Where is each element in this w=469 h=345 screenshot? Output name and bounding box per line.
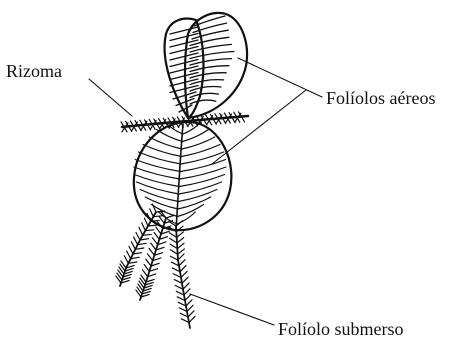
label-submerged-leaflet: Folíolo submerso — [278, 320, 404, 338]
rhizome-leader — [89, 79, 132, 116]
label-rizoma: Rizoma — [6, 62, 62, 80]
aerial-leader-upper — [238, 58, 322, 97]
leader-lines — [89, 58, 322, 325]
lower-aerial-leaflet — [134, 122, 232, 230]
label-aerial-leaflets: Folíolos aéreos — [326, 89, 436, 107]
upper-aerial-leaflet-right — [185, 13, 247, 118]
submerged-leader — [190, 294, 274, 325]
submerged-strand — [136, 211, 174, 300]
submerged-strand — [169, 221, 195, 328]
